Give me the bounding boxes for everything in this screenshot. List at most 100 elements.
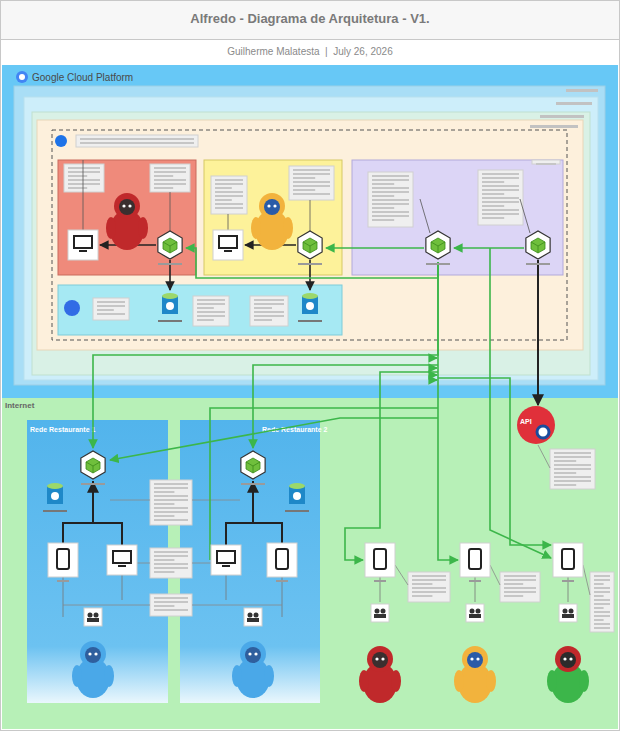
note-line [372, 175, 409, 177]
note-line [154, 495, 188, 497]
leader-line [170, 192, 171, 231]
user-icon [94, 613, 99, 618]
note-line [293, 177, 315, 179]
monitor-stand [118, 565, 126, 567]
note-card [532, 160, 560, 164]
group-tile [466, 604, 484, 622]
note-line [154, 555, 188, 557]
icon-caption [57, 580, 69, 582]
avatar-face [372, 652, 388, 668]
connector-line [252, 482, 254, 523]
avatar-arm [454, 670, 464, 692]
icon-label: API [520, 418, 532, 425]
note-line [154, 551, 188, 553]
service-box [352, 160, 563, 275]
device-tile [267, 543, 297, 577]
note-card [211, 176, 247, 214]
note-line [594, 607, 604, 609]
leader-line [475, 577, 476, 602]
note-line [80, 142, 194, 144]
connector-line [186, 248, 438, 278]
note-line [68, 183, 100, 185]
connector-line [537, 260, 539, 405]
note-line [154, 175, 173, 177]
note-line [154, 563, 188, 565]
device-tile [211, 545, 241, 575]
note-line [68, 171, 100, 173]
connector-line [490, 248, 551, 558]
note-line [80, 138, 194, 140]
note-card [408, 572, 450, 602]
database-top [162, 293, 178, 299]
icon-caption [298, 320, 322, 322]
note-line [197, 319, 214, 321]
note-line [482, 209, 519, 211]
avatar-face [119, 199, 135, 215]
note-line [412, 583, 432, 585]
note-line [482, 173, 519, 175]
node-label: Internet [5, 401, 34, 410]
avatar-arm [104, 665, 114, 687]
leader-line [568, 577, 569, 602]
connector-line [93, 262, 438, 448]
service-hexagon [241, 451, 265, 479]
note-line [594, 579, 610, 581]
connector-line [434, 379, 437, 381]
avatar-eye [94, 652, 97, 655]
note-line [154, 511, 188, 513]
note-line [293, 169, 330, 171]
note-line [482, 205, 504, 207]
icon-caption [426, 263, 450, 265]
connector-line [245, 244, 296, 246]
note-line [154, 487, 188, 489]
phone-icon [374, 549, 386, 569]
avatar-eye [470, 657, 473, 660]
avatar-eye [476, 657, 479, 660]
avatar-arm [486, 670, 496, 692]
connector-line [110, 418, 438, 460]
cube-edge [163, 242, 177, 253]
connector-line [100, 244, 156, 246]
note-line [554, 472, 576, 474]
note-line [293, 181, 330, 183]
icon-caption [158, 263, 182, 265]
monitor-stand [79, 250, 87, 252]
group-tile [244, 608, 262, 626]
db-logo [306, 302, 314, 310]
note-line [215, 207, 243, 209]
leader-line [110, 500, 150, 501]
note-line [154, 605, 174, 607]
avatar-arm [547, 670, 557, 692]
avatar-eye [273, 204, 276, 207]
avatar-arm [283, 217, 293, 239]
database-icon [302, 296, 318, 314]
cube-icon [246, 458, 260, 473]
avatar-arm [232, 665, 242, 687]
note-line [554, 468, 591, 470]
user-icon [569, 609, 574, 614]
user-icon [562, 614, 574, 618]
note-line [215, 195, 243, 197]
note-line [154, 187, 173, 189]
note-card [550, 449, 595, 489]
avatar-head [462, 646, 488, 672]
service-box [204, 160, 342, 275]
note-line [197, 299, 225, 301]
note-line [97, 305, 125, 307]
note-line [68, 179, 100, 181]
diagram-caption: Guilherme Malatesta | July 26, 2026 [0, 46, 620, 57]
note-card [193, 296, 229, 326]
zone-caption [566, 89, 598, 92]
cluster-zone [37, 120, 583, 350]
note-card [150, 480, 192, 525]
note-line [372, 199, 409, 201]
service-hexagon [526, 231, 550, 259]
note-line [482, 201, 519, 203]
avatar-eye [569, 657, 572, 660]
connector-line [345, 372, 438, 560]
note-line [482, 189, 519, 191]
avatar-eye [267, 204, 270, 207]
leader-line [226, 575, 227, 600]
leader-line [122, 575, 123, 600]
note-line [594, 619, 604, 621]
